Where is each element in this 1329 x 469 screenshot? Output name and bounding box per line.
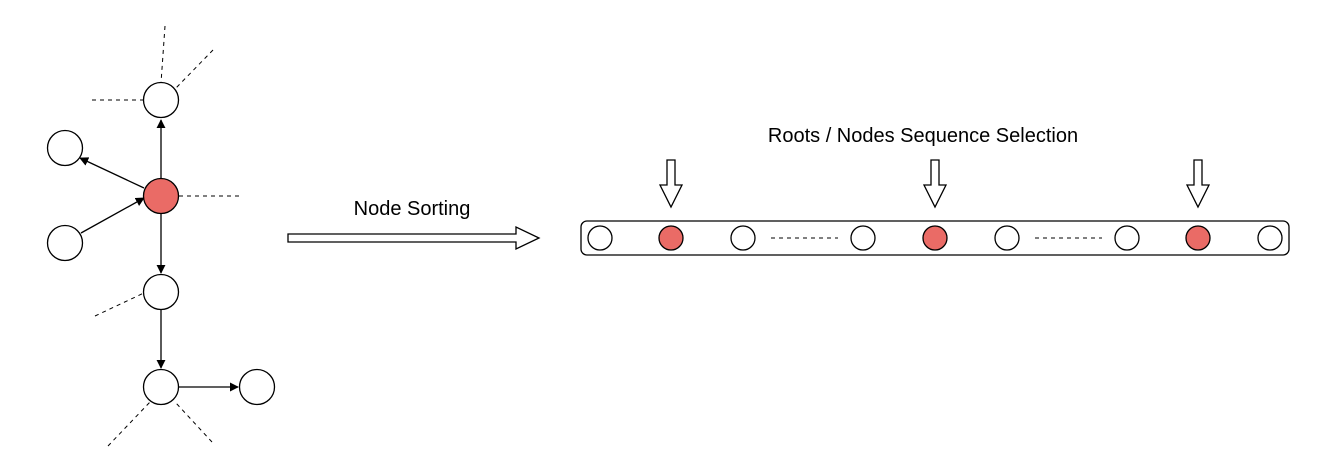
seq-node-root-3	[1185, 225, 1211, 251]
tree-nodes	[46, 81, 276, 406]
tree-node-right	[238, 368, 276, 406]
tree-graph	[46, 25, 276, 447]
down-arrow-1	[658, 159, 684, 209]
seq-node-3	[850, 225, 876, 251]
down-arrow-2	[922, 159, 948, 209]
dashed-edges	[92, 25, 240, 447]
selection-label: Roots / Nodes Sequence Selection	[768, 125, 1078, 147]
sorting-arrow	[287, 225, 541, 251]
selection-arrows	[658, 159, 1211, 209]
seq-node-root-1	[658, 225, 684, 251]
node-sorting-label: Node Sorting	[354, 198, 471, 220]
tree-node-left-bottom	[46, 224, 84, 262]
tree-node-bottom	[142, 368, 180, 406]
sequence-nodes	[587, 225, 1283, 251]
tree-node-top	[142, 81, 180, 119]
tree-node-mid	[142, 273, 180, 311]
sorting-transition: Node Sorting	[287, 198, 541, 251]
seq-node-root-2	[922, 225, 948, 251]
sequence-selection: Roots / Nodes Sequence Selection	[580, 125, 1290, 256]
seq-node-1	[587, 225, 613, 251]
arrow-edges	[79, 119, 239, 392]
seq-node-4	[994, 225, 1020, 251]
seq-node-2	[730, 225, 756, 251]
edge-root-to-left-top	[79, 157, 145, 189]
down-arrow-3	[1185, 159, 1211, 209]
seq-node-6	[1257, 225, 1283, 251]
seq-node-5	[1114, 225, 1140, 251]
tree-node-left-top	[46, 129, 84, 167]
tree-node-root	[142, 177, 180, 215]
edge-left-bottom-to-root	[80, 197, 145, 234]
